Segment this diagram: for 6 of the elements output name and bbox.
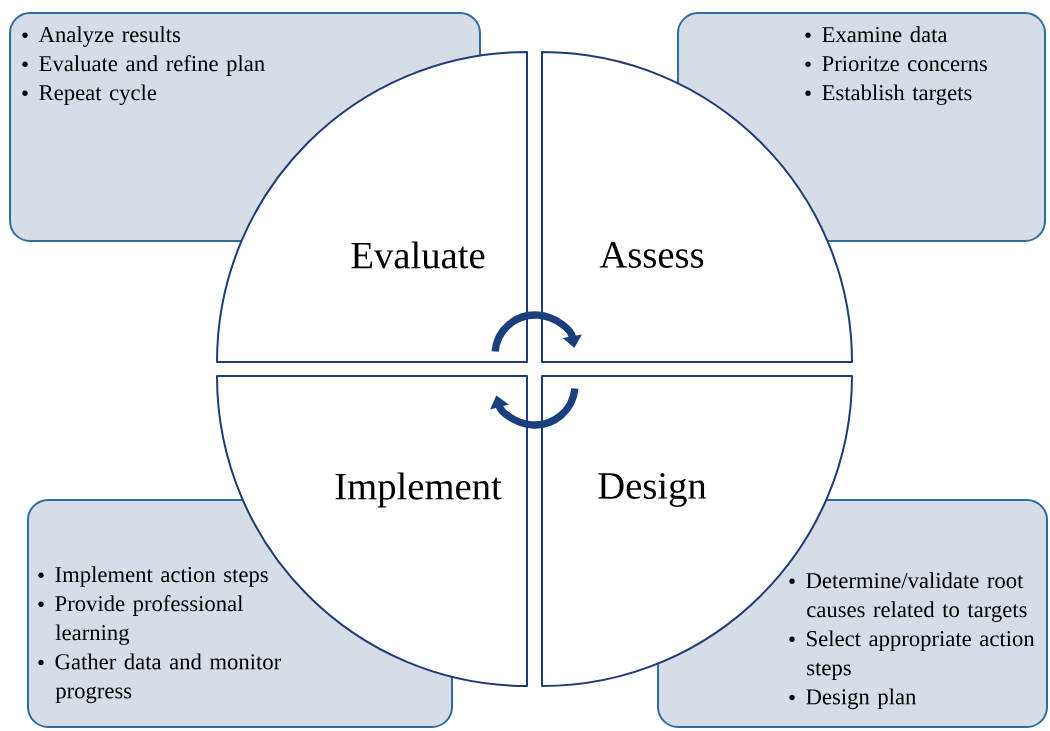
cycle-arrow — [490, 387, 579, 429]
cycle-arrow — [491, 311, 582, 353]
list-item: Design plan — [806, 688, 917, 710]
list-item: Analyze results — [38, 26, 181, 47]
list-item: Examine data — [822, 26, 948, 43]
list-item: Repeat cycle — [39, 84, 157, 105]
